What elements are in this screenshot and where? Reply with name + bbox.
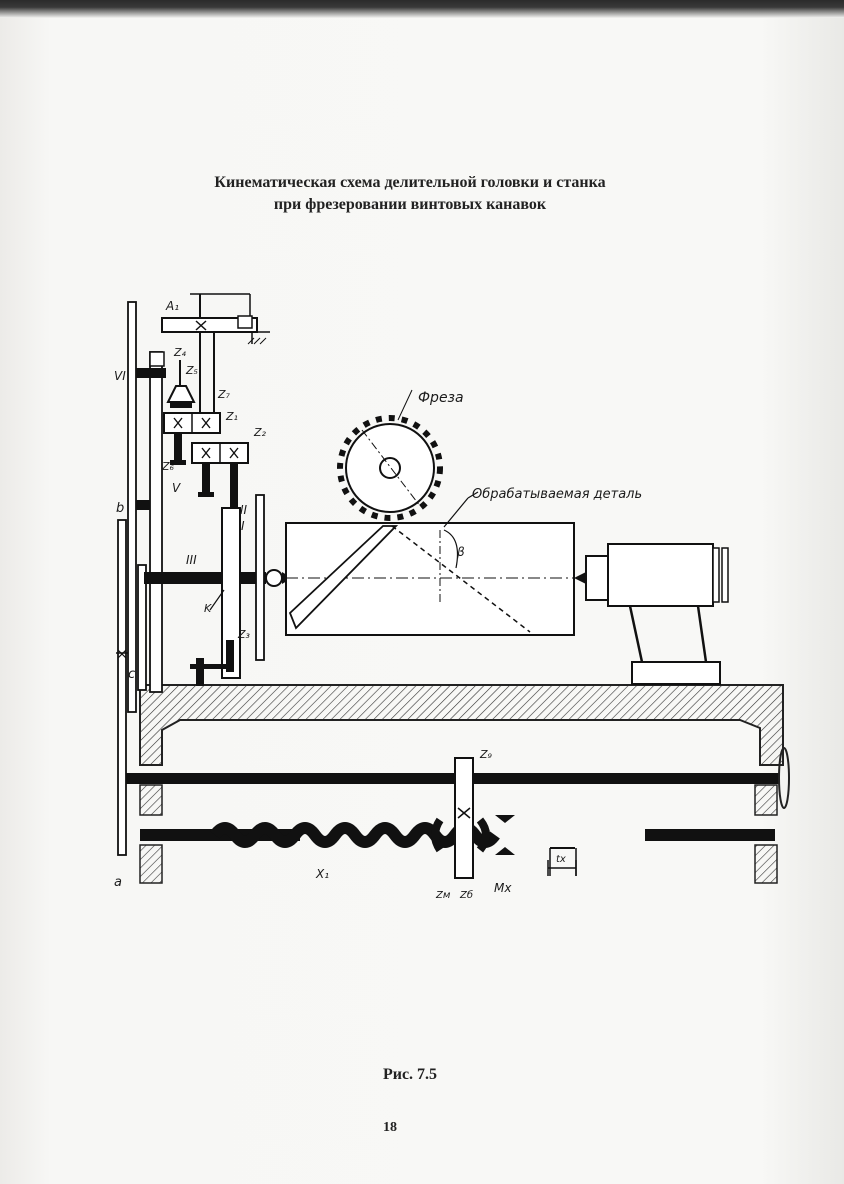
label-z9: Z₉ <box>479 748 493 761</box>
figure-caption: Рис. 7.5 <box>382 1066 438 1083</box>
label-zb: Zб <box>459 889 473 901</box>
label-z2: Z₂ <box>253 426 267 439</box>
diagram-labels: Фреза Обрабатываемая деталь A₁ Z₄ Z₅ Z₆ … <box>114 299 642 901</box>
label-c: c <box>128 667 135 682</box>
label-z4: Z₄ <box>173 346 187 359</box>
label-z5: Z₅ <box>185 364 198 377</box>
label-b: b <box>116 501 124 516</box>
label-roman-1: I <box>241 519 245 533</box>
label-beta: β <box>456 545 465 559</box>
page-title: Кинематическая схема делительной головки… <box>150 172 670 216</box>
label-cutter: Фреза <box>418 390 464 406</box>
label-a: a <box>114 875 122 890</box>
kinematic-scheme: Фреза Обрабатываемая деталь A₁ Z₄ Z₅ Z₆ … <box>114 293 790 901</box>
tailstock <box>574 543 729 685</box>
label-z7: Z₇ <box>217 388 231 401</box>
shaft-vi <box>136 368 166 378</box>
label-roman-5: V <box>172 481 181 495</box>
scan-top-edge <box>0 0 844 18</box>
label-z3: Z₃ <box>237 628 251 641</box>
label-k: K <box>204 602 212 615</box>
label-zm: Zм <box>435 890 451 901</box>
lower-shaft <box>118 747 790 809</box>
label-z6: Z₆ <box>161 460 175 473</box>
label-mx: Mx <box>494 881 512 895</box>
bevel-gears-z4-z5 <box>149 351 196 408</box>
guitar-plates <box>116 301 163 856</box>
gears-z1-z2 <box>191 442 249 511</box>
gears-z6-z7 <box>163 412 221 465</box>
pitch-dimension <box>549 848 577 876</box>
label-a1: A₁ <box>165 299 179 313</box>
title-line-1: Кинематическая схема делительной головки… <box>214 174 606 191</box>
label-z1: Z₁ <box>225 410 238 423</box>
label-tx: tx <box>556 854 566 865</box>
label-x1: X₁ <box>315 867 329 881</box>
label-roman-6: VI <box>114 369 126 383</box>
gear-a1-assembly <box>161 293 270 415</box>
milling-cutter <box>337 389 443 521</box>
dividing-head <box>144 494 292 686</box>
page-number: 18 <box>383 1120 397 1135</box>
title-line-2: при фрезеровании винтовых канавок <box>273 196 547 213</box>
screw-nut-gears <box>431 757 515 879</box>
label-workpiece: Обрабатываемая деталь <box>472 487 642 502</box>
label-roman-2: II <box>240 503 248 517</box>
shaft-b-stub <box>136 500 150 510</box>
workpiece <box>285 491 584 636</box>
machine-bed <box>139 684 784 884</box>
label-roman-3: III <box>186 553 197 567</box>
